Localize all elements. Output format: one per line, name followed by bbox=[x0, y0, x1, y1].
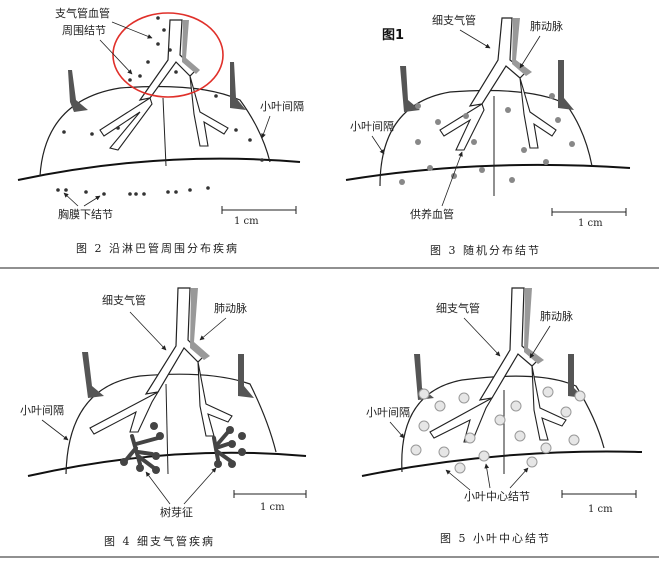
leader-supply bbox=[441, 151, 463, 207]
septum-left bbox=[400, 66, 420, 112]
random-nodules bbox=[399, 93, 575, 185]
label-bronchiole: 细支气管 bbox=[102, 293, 146, 307]
leader-artery bbox=[529, 325, 551, 359]
figure-label: 图1 bbox=[382, 28, 404, 43]
bronchus-main bbox=[144, 287, 205, 395]
leader-centri-1 bbox=[445, 469, 471, 491]
leader-bronchiole bbox=[129, 311, 167, 351]
branch-right bbox=[197, 361, 233, 437]
scale-label: 1 cm bbox=[260, 502, 285, 513]
branch-left bbox=[89, 390, 160, 435]
artery-shadow bbox=[182, 20, 200, 74]
tree-in-bud-right bbox=[212, 426, 246, 468]
septum-left bbox=[414, 354, 434, 400]
lobule-outline bbox=[65, 373, 277, 475]
bronchus-main bbox=[138, 19, 197, 101]
leader-treebud-right bbox=[183, 467, 217, 505]
artery-shadow bbox=[190, 288, 210, 360]
label-bronchiole: 细支气管 bbox=[436, 301, 480, 315]
panel-3: 图1 细支气管 肺动脉 小叶间隔 供养血管 1 cm 图 3 bbox=[345, 13, 631, 257]
caption-fig5: 图 5 小叶中心结节 bbox=[440, 532, 551, 545]
pleura-line bbox=[345, 163, 631, 181]
pleura-line bbox=[27, 451, 307, 477]
label-septum: 小叶间隔 bbox=[20, 404, 64, 417]
label-artery: 肺动脉 bbox=[530, 19, 563, 33]
artery-shadow bbox=[524, 288, 544, 364]
leader-subpleural bbox=[63, 192, 79, 207]
label-centrilobular: 小叶中心结节 bbox=[464, 490, 530, 503]
leader-subpleural-2 bbox=[83, 195, 101, 207]
lobule-outline bbox=[401, 375, 605, 473]
label-supply: 供养血管 bbox=[410, 207, 454, 221]
branch-right bbox=[519, 77, 557, 149]
lobule-outline bbox=[39, 85, 271, 177]
septum-left bbox=[82, 352, 104, 398]
caption-fig4: 图 4 细支气管疾病 bbox=[104, 534, 215, 548]
septum-right bbox=[568, 354, 584, 398]
perilymphatic-nodules bbox=[56, 16, 264, 196]
branch-left bbox=[429, 396, 494, 443]
leader-septum bbox=[261, 115, 271, 139]
leader-septum bbox=[41, 419, 69, 441]
branch-left bbox=[99, 97, 153, 151]
septum-right bbox=[230, 62, 246, 110]
label-bronchovascular: 支气管血管 bbox=[55, 6, 110, 20]
label-perinodal: 周围结节 bbox=[62, 24, 106, 37]
leader-septum bbox=[389, 421, 405, 439]
label-artery: 肺动脉 bbox=[214, 301, 247, 315]
pleura-line bbox=[361, 450, 643, 477]
label-bronchiole: 细支气管 bbox=[432, 13, 476, 27]
caption-fig2: 图 2 沿淋巴管周围分布疾病 bbox=[76, 241, 239, 255]
pleura-line bbox=[17, 157, 301, 181]
lobule-divider bbox=[165, 383, 169, 475]
label-septum: 小叶间隔 bbox=[260, 100, 304, 113]
scale-label: 1 cm bbox=[578, 218, 603, 229]
scale-label: 1 cm bbox=[588, 504, 613, 515]
panel-5: 细支气管 肺动脉 小叶间隔 小叶中心结节 1 cm 图 5 小叶中心结节 bbox=[361, 287, 643, 545]
tree-in-bud-left bbox=[120, 422, 164, 474]
septum-left bbox=[68, 70, 88, 112]
septum-right bbox=[238, 354, 254, 398]
scale-label: 1 cm bbox=[234, 216, 259, 227]
leader-bronchiole bbox=[463, 317, 501, 357]
artery-shadow bbox=[512, 18, 532, 76]
lobule-outline bbox=[379, 89, 593, 187]
septum-right bbox=[558, 60, 574, 110]
branch-left bbox=[439, 103, 485, 151]
label-septum: 小叶间隔 bbox=[366, 406, 410, 419]
highlight-circle bbox=[112, 12, 224, 98]
label-subpleural: 胸膜下结节 bbox=[58, 207, 113, 221]
leader-bronchiole bbox=[459, 29, 491, 49]
panel-4: 细支气管 肺动脉 小叶间隔 树芽征 1 cm 图 4 细支气管疾病 bbox=[20, 287, 307, 548]
bronchus-main bbox=[468, 17, 527, 107]
leader-septum bbox=[371, 135, 385, 155]
label-artery: 肺动脉 bbox=[540, 309, 573, 323]
label-treebud: 树芽征 bbox=[160, 505, 193, 519]
label-septum: 小叶间隔 bbox=[350, 120, 394, 133]
leader-artery bbox=[519, 35, 541, 69]
leader-perinodal bbox=[99, 39, 133, 75]
lobule-divider bbox=[162, 97, 167, 167]
bronchus-main bbox=[478, 287, 539, 401]
branch-right bbox=[531, 365, 567, 441]
leader-centri-2 bbox=[484, 463, 491, 489]
centrilobular-nodules bbox=[410, 386, 586, 474]
leader-treebud-left bbox=[145, 471, 171, 505]
caption-fig3: 图 3 随机分布结节 bbox=[430, 243, 541, 257]
panel-2: 支气管血管 周围结节 小叶间隔 胸膜下结节 1 cm 图 2 沿淋巴管周围分布疾… bbox=[17, 6, 304, 255]
leader-vessel bbox=[111, 21, 153, 39]
leader-artery bbox=[199, 317, 227, 341]
leader-centri-3 bbox=[509, 467, 529, 489]
branch-right bbox=[189, 75, 229, 147]
